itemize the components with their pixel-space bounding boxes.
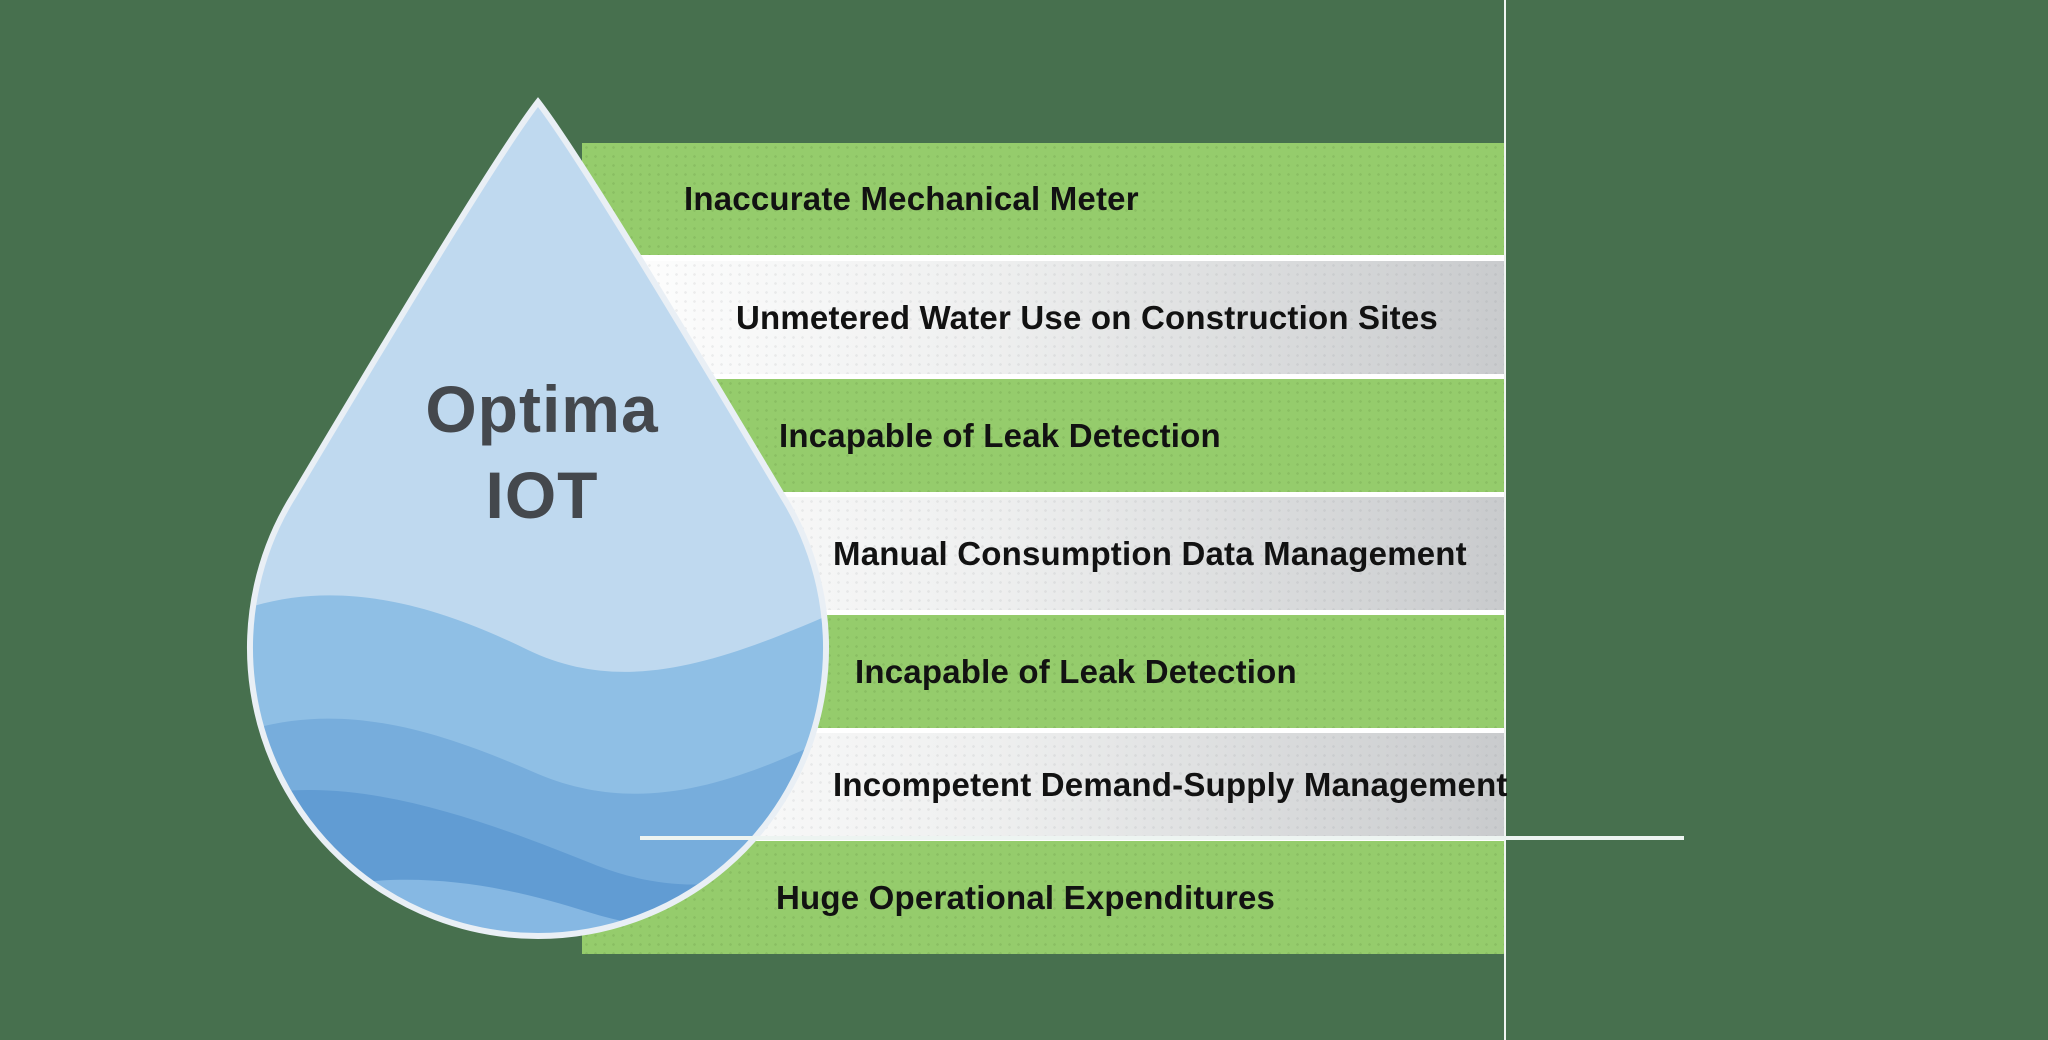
bar-inaccurate-mechanical-meter: Inaccurate Mechanical Meter bbox=[582, 143, 1504, 255]
bar-manual-consumption-data: Manual Consumption Data Management bbox=[582, 497, 1504, 610]
bar-incompetent-demand-supply: Incompetent Demand-Supply Management bbox=[582, 733, 1507, 836]
brand-title: Optima IOT bbox=[408, 366, 676, 538]
bar-separator bbox=[582, 610, 1504, 615]
horizontal-accent-line bbox=[640, 836, 1684, 840]
bar-separator bbox=[582, 492, 1504, 497]
bar-label: Huge Operational Expenditures bbox=[776, 878, 1276, 916]
brand-title-line2: IOT bbox=[485, 458, 599, 532]
bar-label: Inaccurate Mechanical Meter bbox=[684, 180, 1139, 217]
bar-label: Incompetent Demand-Supply Management bbox=[833, 765, 1508, 803]
brand-title-line1: Optima bbox=[425, 372, 659, 446]
drop-outline bbox=[247, 97, 829, 939]
bar-label: Unmetered Water Use on Construction Site… bbox=[736, 298, 1438, 336]
bar-label: Incapable of Leak Detection bbox=[855, 652, 1297, 690]
water-drop-icon bbox=[247, 97, 829, 939]
bar-unmetered-water-use: Unmetered Water Use on Construction Site… bbox=[582, 261, 1504, 374]
bar-label: Incapable of Leak Detection bbox=[779, 416, 1221, 454]
bar-label: Manual Consumption Data Management bbox=[833, 534, 1467, 572]
bar-separator bbox=[582, 728, 1504, 733]
bar-separator bbox=[582, 255, 1504, 261]
bar-separator bbox=[582, 374, 1504, 379]
